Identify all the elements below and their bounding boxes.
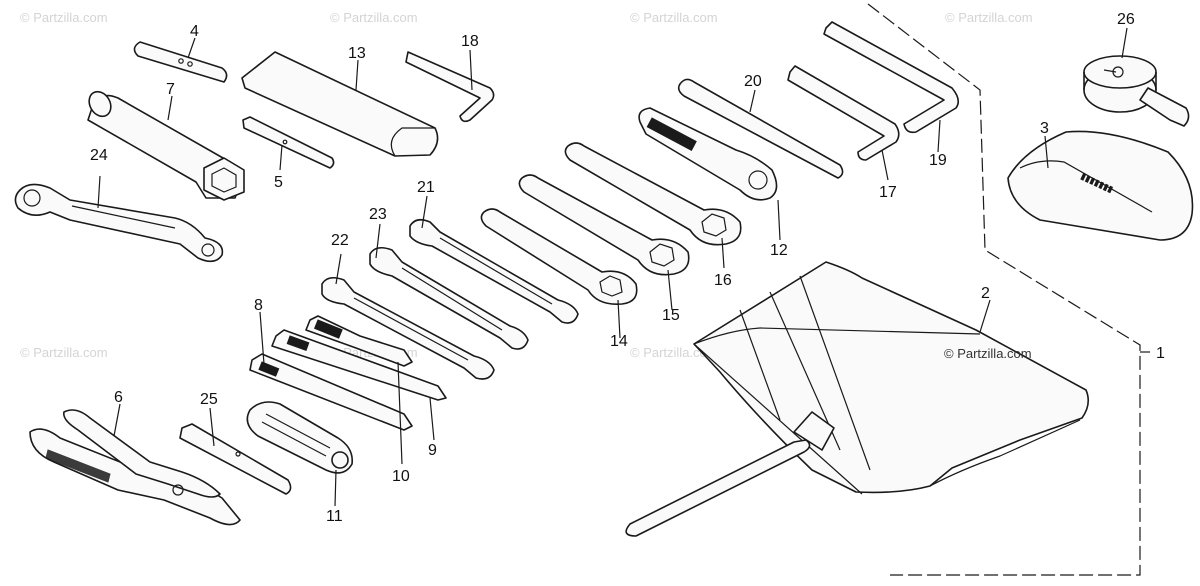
part-16-spanner: [564, 142, 742, 246]
part-26-tire-gauge: [1083, 55, 1190, 127]
part-25-tool: [179, 423, 292, 495]
callout-25: 25: [200, 391, 218, 408]
watermark-text: © Partzilla.com: [330, 10, 418, 25]
part-10-screwdriver: [305, 315, 413, 367]
callout-24: 24: [90, 147, 108, 164]
part-17-hex-key: [787, 65, 900, 161]
watermark-text: © Partzilla.com: [630, 345, 718, 360]
part-8-screwdriver-shaft: [249, 353, 413, 431]
part-13-flat-bar: [241, 51, 439, 157]
watermark-text: © Partzilla.com: [20, 10, 108, 25]
callout-12: 12: [770, 242, 788, 259]
part-6-pliers: [29, 409, 241, 526]
callout-4: 4: [190, 23, 199, 40]
assembly-frame: [867, 3, 1141, 576]
callout-6: 6: [114, 389, 123, 406]
callout-16: 16: [714, 272, 732, 289]
part-18-hex-key: [405, 51, 495, 123]
part-4-plate: [133, 41, 228, 83]
part-9-screwdriver-shaft: [271, 329, 447, 401]
callout-2: 2: [981, 285, 990, 302]
part-21-open-spanner: [409, 218, 579, 324]
callout-19: 19: [929, 152, 947, 169]
part-11-screwdriver-handle: [246, 401, 354, 474]
watermark-text: © Partzilla.com: [630, 10, 718, 25]
part-22-open-spanner: [321, 276, 495, 380]
part-20-rod: [677, 78, 844, 179]
callout-10: 10: [392, 468, 410, 485]
part-23-open-spanner: [369, 246, 529, 350]
part-12-ratchet-handle: [638, 107, 778, 201]
callout-17: 17: [879, 184, 897, 201]
callout-26: 26: [1117, 11, 1135, 28]
part-3-pouch: ▮▮▮▮▮▮▮: [1007, 130, 1194, 241]
callout-3: 3: [1040, 120, 1049, 137]
callout-22: 22: [331, 232, 349, 249]
watermark-text: © Partzilla.com: [20, 345, 108, 360]
callout-14: 14: [610, 333, 628, 350]
watermark-text: © Partzilla.com: [945, 10, 1033, 25]
part-5-strip: [242, 116, 335, 169]
callout-18: 18: [461, 33, 479, 50]
callout-11: 11: [326, 508, 343, 525]
part-24-ring-spanner: [14, 183, 224, 263]
callout-9: 9: [428, 442, 437, 459]
watermark-main: © Partzilla.com: [944, 346, 1032, 361]
callout-23: 23: [369, 206, 387, 223]
part-19-large-hex-key: [823, 21, 960, 134]
part-14-spanner: [480, 208, 638, 306]
callout-1: 1: [1156, 345, 1165, 362]
callout-15: 15: [662, 307, 680, 324]
part-7-box-spanner: [87, 90, 245, 201]
callout-5: 5: [274, 174, 283, 191]
callout-labels: 1 2 3 4 5 6 7 8 9 10 11 12 13 14 15 16 1…: [90, 11, 1165, 525]
part-15-spanner: [518, 174, 690, 276]
part-2-tool-bag: [625, 261, 1090, 537]
leader-lines: [97, 27, 1150, 507]
callout-7: 7: [166, 81, 175, 98]
callout-21: 21: [417, 179, 435, 196]
callout-8: 8: [254, 297, 263, 314]
callout-13: 13: [348, 45, 366, 62]
callout-20: 20: [744, 73, 762, 90]
